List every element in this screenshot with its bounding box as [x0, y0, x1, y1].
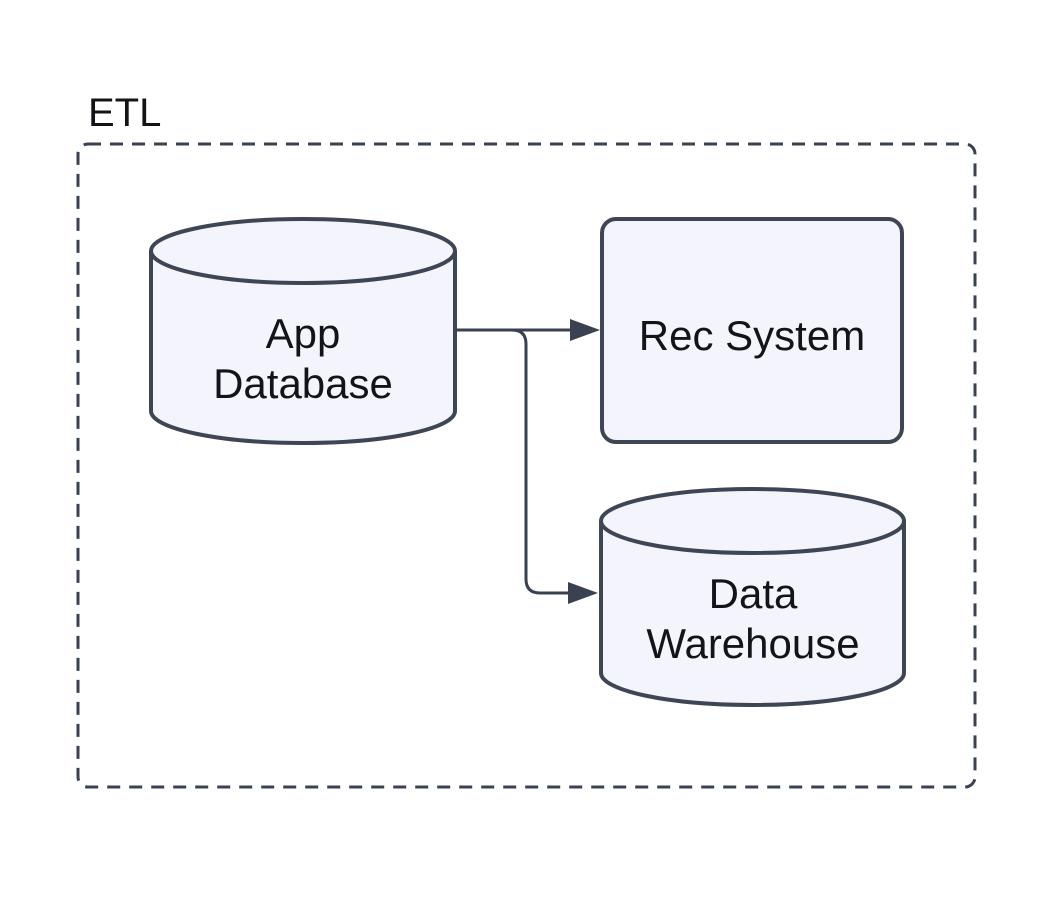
- app-database-node: App Database: [149, 217, 457, 445]
- app-database-cylinder: [149, 217, 457, 445]
- etl-group-label: ETL: [88, 91, 161, 135]
- edge-app-database-to-data-warehouse: [455, 328, 568, 595]
- arrowhead-icon-data-warehouse: [568, 582, 598, 604]
- rec-system-rect: [600, 217, 904, 444]
- data-warehouse-label-line1: Data: [709, 570, 798, 617]
- app-database-label-line1: App: [266, 310, 341, 357]
- app-database-cylinder-lid: [149, 250, 457, 285]
- app-database-label-line2: Database: [213, 360, 393, 407]
- arrowhead-icon-rec-system: [570, 319, 600, 341]
- data-warehouse-cylinder: [599, 487, 906, 707]
- data-warehouse-node: Data Warehouse: [599, 487, 906, 707]
- etl-group-border: [76, 142, 977, 789]
- rec-system-label: Rec System: [639, 312, 865, 359]
- data-warehouse-cylinder-lid: [599, 520, 906, 555]
- data-warehouse-label-line2: Warehouse: [646, 620, 859, 667]
- rec-system-node: Rec System: [600, 217, 904, 444]
